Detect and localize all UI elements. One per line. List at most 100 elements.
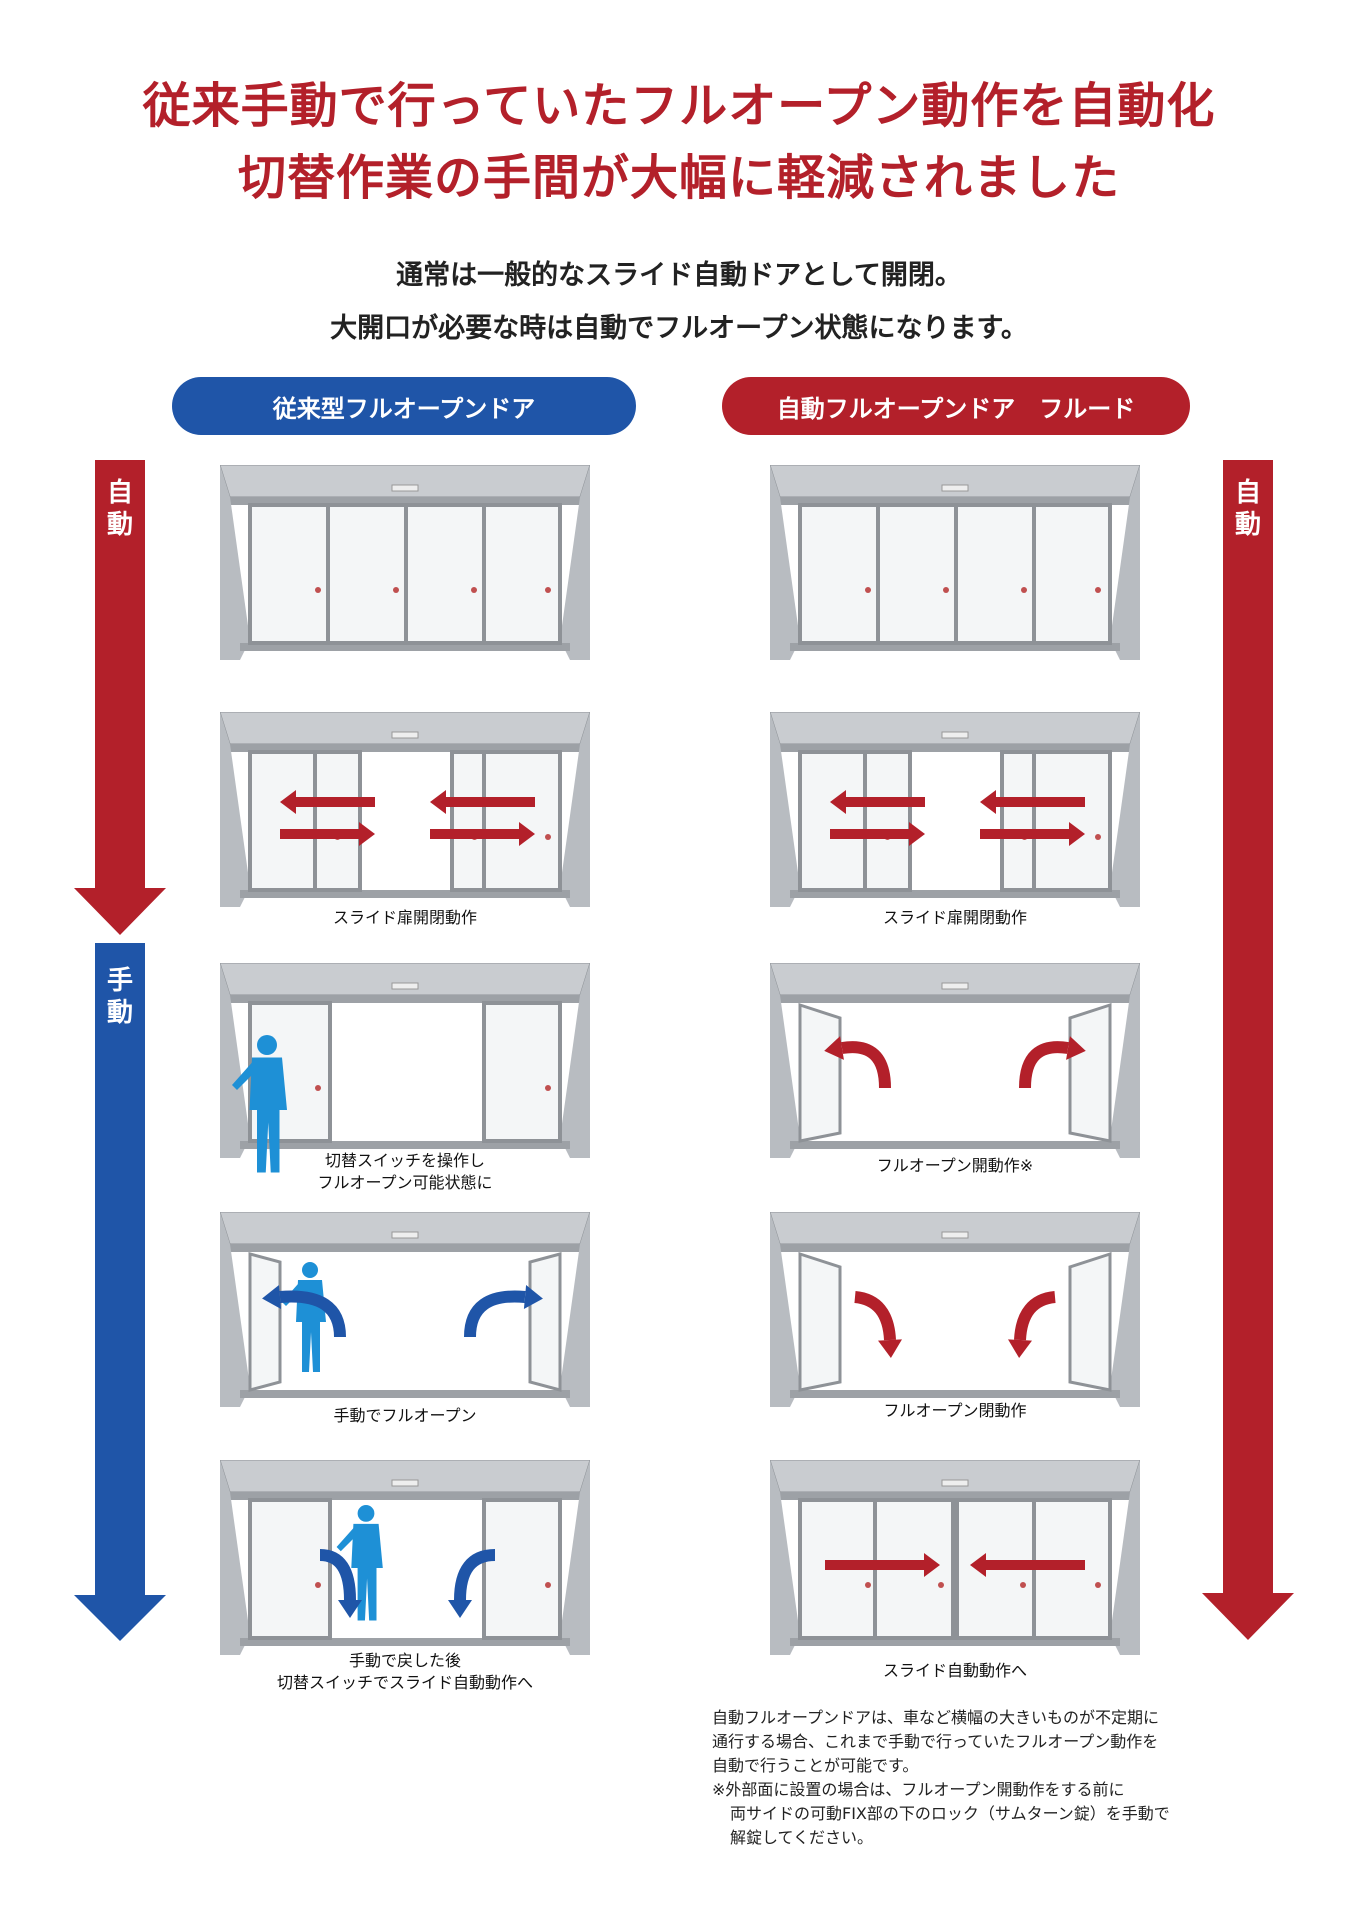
swing-arrowhead xyxy=(1066,1036,1086,1060)
door-sensor xyxy=(941,1231,969,1239)
swung-panel xyxy=(1068,1002,1112,1143)
door-knob xyxy=(471,587,477,593)
slide-arrow xyxy=(825,1553,940,1577)
note-line: 両サイドの可動FIX部の下のロック（サムターン錠）を手動で xyxy=(730,1804,1170,1823)
left-step3-caption: 切替スイッチを操作し フルオープン可能状態に xyxy=(317,1151,493,1192)
right-door-step2 xyxy=(770,712,1140,907)
right-door-step3 xyxy=(770,963,1140,1158)
left-step2-caption: スライド扉開閉動作 xyxy=(332,908,477,927)
right-step2-caption: スライド扉開閉動作 xyxy=(882,908,1027,927)
subhead-line1: 通常は一般的なスライド自動ドアとして開閉。 xyxy=(396,260,962,291)
slide-arrow xyxy=(830,822,925,846)
swing-arrow xyxy=(1019,1041,1069,1089)
door-jamb-left xyxy=(770,712,800,907)
door-jamb-left xyxy=(220,963,250,1158)
door-jamb-left xyxy=(220,712,250,907)
note-line: 自動フルオープンドアは、車など横幅の大きいものが不定期に xyxy=(712,1708,1160,1727)
door-jamb-right xyxy=(560,712,590,907)
door-knob xyxy=(865,587,871,593)
slide-arrow xyxy=(970,1553,1085,1577)
left-auto-label: 自動 xyxy=(107,478,134,540)
door-transom xyxy=(780,497,1130,505)
door-knob xyxy=(1095,1582,1101,1588)
swung-panel xyxy=(798,1002,842,1143)
left-manual-label: 手動 xyxy=(107,966,134,1028)
door-header xyxy=(220,1212,590,1245)
door-sensor xyxy=(391,731,419,739)
door-header xyxy=(220,712,590,745)
right-door-step5 xyxy=(770,1460,1140,1655)
door-sensor xyxy=(391,484,419,492)
door-panel xyxy=(482,503,562,645)
door-sensor xyxy=(941,484,969,492)
door-jamb-right xyxy=(560,963,590,1158)
column-label-conventional: 従来型フルオープンドア xyxy=(172,377,636,435)
door-header xyxy=(770,712,1140,745)
door-panel xyxy=(1032,750,1112,892)
door-header xyxy=(220,963,590,996)
door-panel xyxy=(1032,503,1112,645)
door-panel xyxy=(863,750,912,892)
swing-arrowhead xyxy=(1008,1339,1032,1358)
swing-arrowhead xyxy=(878,1339,902,1358)
left-door-step2 xyxy=(220,712,590,907)
left-door-step1 xyxy=(220,465,590,660)
door-knob xyxy=(545,834,551,840)
door-sensor xyxy=(391,1479,419,1487)
door-jamb-right xyxy=(1110,963,1140,1158)
door-header xyxy=(220,1460,590,1493)
door-knob xyxy=(545,1582,551,1588)
door-sill xyxy=(790,890,1120,898)
left-auto-arrow xyxy=(74,460,166,935)
door-jamb-left xyxy=(770,1460,800,1655)
right-door-step4 xyxy=(770,1212,1140,1407)
door-transom xyxy=(230,1244,580,1252)
door-panel xyxy=(482,750,562,892)
person-operating-switch xyxy=(232,1035,287,1173)
door-knob xyxy=(315,1085,321,1091)
door-panel xyxy=(248,503,332,645)
door-jamb-left xyxy=(770,465,800,660)
door-jamb-right xyxy=(560,465,590,660)
right-step4-caption: フルオープン閉動作 xyxy=(883,1401,1027,1420)
door-knob xyxy=(545,587,551,593)
left-door-step4 xyxy=(220,1212,590,1407)
person-body xyxy=(249,1057,287,1173)
door-transom xyxy=(230,497,580,505)
door-header xyxy=(770,1212,1140,1245)
slide-arrow xyxy=(430,822,535,846)
swing-arrowhead xyxy=(338,1600,362,1618)
door-sill xyxy=(790,1390,1120,1398)
door-panel xyxy=(798,503,882,645)
door-sill xyxy=(790,1638,1120,1646)
door-jamb-right xyxy=(1110,1460,1140,1655)
door-panel xyxy=(248,1498,332,1640)
door-jamb-left xyxy=(770,963,800,1158)
swing-arrow xyxy=(454,1549,496,1601)
person-figure xyxy=(282,1262,326,1372)
door-jamb-left xyxy=(220,1212,250,1407)
note-line: ※外部面に設置の場合は、フルオープン開動作をする前に xyxy=(712,1780,1125,1799)
left-door-step5 xyxy=(220,1460,590,1655)
swung-panel xyxy=(1068,1251,1112,1392)
door-knob xyxy=(865,1582,871,1588)
person-head xyxy=(357,1505,375,1522)
door-panel xyxy=(482,1001,562,1143)
door-knob xyxy=(545,1085,551,1091)
swing-arrow xyxy=(319,1549,356,1601)
door-knob xyxy=(1020,1582,1026,1588)
person-arm xyxy=(232,1062,255,1090)
door-panel xyxy=(954,503,1038,645)
door-panel xyxy=(404,503,488,645)
swing-arrow xyxy=(279,1290,346,1338)
door-transom xyxy=(230,1492,580,1500)
door-sill xyxy=(240,1390,570,1398)
door-jamb-left xyxy=(220,465,250,660)
door-jamb-right xyxy=(1110,712,1140,907)
swung-panel xyxy=(798,1251,842,1392)
door-sill xyxy=(240,643,570,651)
swing-arrowhead xyxy=(523,1285,543,1309)
door-sill xyxy=(240,890,570,898)
door-transom xyxy=(780,744,1130,752)
door-sill xyxy=(240,1638,570,1646)
